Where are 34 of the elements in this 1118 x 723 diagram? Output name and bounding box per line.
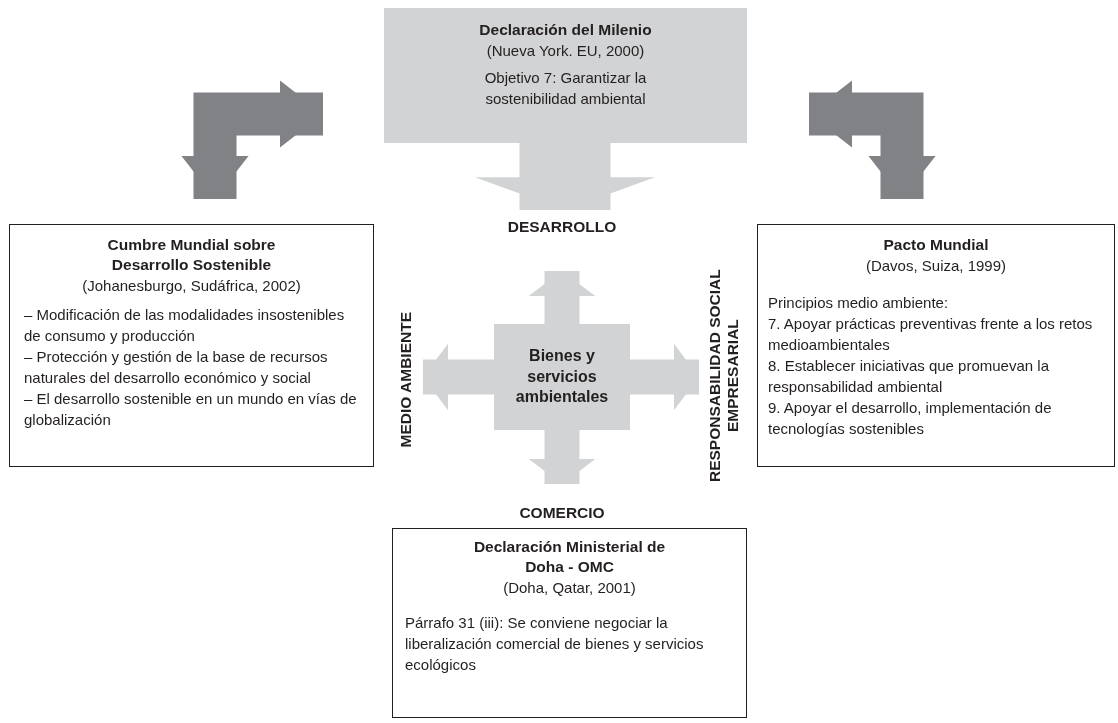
center-label: Bienes y servicios ambientales — [514, 345, 610, 408]
body-text: Objetivo 7: Garantizar la sostenibilidad ambiental — [483, 68, 648, 110]
info-box — [392, 528, 747, 718]
double-bent-arrow — [809, 80, 936, 199]
axis-label: COMERCIO — [519, 503, 605, 524]
body-text: Principios medio ambiente: — [768, 293, 950, 314]
body-text: Párrafo 31 (iii): Se conviene negociar la liberalización comercial de bienes y servicios ecológicos — [405, 613, 705, 676]
box-subheading: (Nueva York. EU, 2000) — [485, 41, 646, 62]
info-box — [757, 224, 1115, 467]
arrow — [474, 143, 656, 210]
arrow — [528, 271, 596, 324]
box-subheading: (Johanesburgo, Sudáfrica, 2002) — [81, 276, 302, 297]
box-heading: Declaración Ministerial de Doha - OMC — [472, 537, 667, 578]
double-bent-arrow — [181, 80, 323, 199]
center-square — [494, 324, 630, 430]
body-text: – Modificación de las modalidades insostenibles de consumo y producción — [24, 305, 346, 347]
box-subheading: (Davos, Suiza, 1999) — [864, 256, 1008, 277]
box-subheading: (Doha, Qatar, 2001) — [502, 578, 637, 599]
axis-label: DESARROLLO — [507, 217, 617, 238]
box-heading: Declaración del Milenio — [478, 20, 653, 40]
box-heading: Cumbre Mundial sobre Desarrollo Sostenible — [106, 235, 277, 276]
arrow — [423, 343, 494, 411]
arrow — [630, 343, 699, 411]
body-text: – Protección y gestión de la base de recursos naturales del desarrollo económico y social — [24, 347, 329, 389]
axis-label: MEDIO AMBIENTE — [397, 312, 415, 448]
body-text: 8. Establecer iniciativas que promuevan la responsabilidad ambiental — [768, 356, 1050, 398]
arrow — [528, 430, 596, 484]
callout-banner — [384, 8, 747, 143]
body-text: 9. Apoyar el desarrollo, implementación de tecnologías sostenibles — [768, 398, 1053, 440]
axis-label: RESPONSABILIDAD SOCIAL EMPRESARIAL — [706, 268, 742, 485]
box-heading: Pacto Mundial — [882, 235, 990, 255]
info-box — [9, 224, 374, 467]
body-text: – El desarrollo sostenible en un mundo en vías de globalización — [24, 389, 358, 431]
body-text: 7. Apoyar prácticas preventivas frente a los retos medioambientales — [768, 314, 1094, 356]
